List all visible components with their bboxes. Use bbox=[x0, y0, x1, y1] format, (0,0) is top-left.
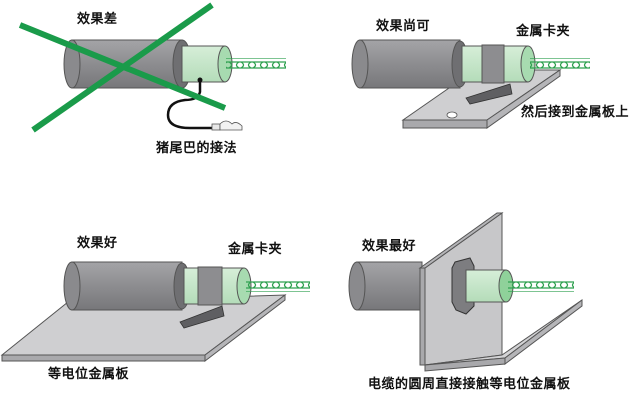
cable-jacket bbox=[63, 39, 192, 89]
panel-clamp-on-plate-clamp-label: 金属卡夹 bbox=[228, 242, 283, 257]
cable-shield bbox=[465, 269, 514, 303]
panel-through-panel-caption: 电缆的圆周直接接触等电位金属板 bbox=[368, 377, 571, 392]
panel-clamp-then-plate-clamp-label: 金属卡夹 bbox=[516, 24, 571, 39]
panel-through-panel bbox=[348, 212, 583, 372]
panel-clamp-then-plate-caption: 然后接到金属板上 bbox=[521, 105, 630, 120]
braid-wires bbox=[508, 280, 574, 292]
cable-jacket bbox=[348, 261, 423, 311]
clamp-tab bbox=[465, 83, 513, 105]
cable-shield bbox=[181, 45, 233, 83]
panel-clamp-then-plate bbox=[351, 39, 590, 129]
panel-clamp-on-plate-caption: 等电位金属板 bbox=[48, 367, 130, 382]
cable-shield bbox=[461, 44, 536, 84]
panel-clamp-then-plate-title: 效果尚可 bbox=[376, 19, 431, 34]
panel-pigtail-title: 效果差 bbox=[77, 12, 118, 27]
panel-clamp-on-plate-title: 效果好 bbox=[77, 236, 118, 251]
braid-wires bbox=[530, 58, 590, 70]
cable-jacket bbox=[351, 39, 469, 89]
braid-wires bbox=[226, 58, 286, 70]
metal-clamp bbox=[197, 266, 223, 306]
braid-wires bbox=[246, 280, 310, 292]
cable-shield bbox=[183, 266, 252, 306]
panel-clamp-on-plate bbox=[0, 261, 310, 363]
cable-jacket bbox=[63, 261, 191, 311]
panel-pigtail-caption: 猪尾巴的接法 bbox=[156, 141, 238, 156]
lug-terminal bbox=[211, 120, 243, 131]
metal-clamp bbox=[481, 44, 505, 84]
panel-through-panel-title: 效果最好 bbox=[362, 239, 417, 254]
cross-line bbox=[31, 2, 214, 133]
panel-pigtail bbox=[18, 2, 286, 133]
clamp-tab bbox=[179, 305, 225, 329]
